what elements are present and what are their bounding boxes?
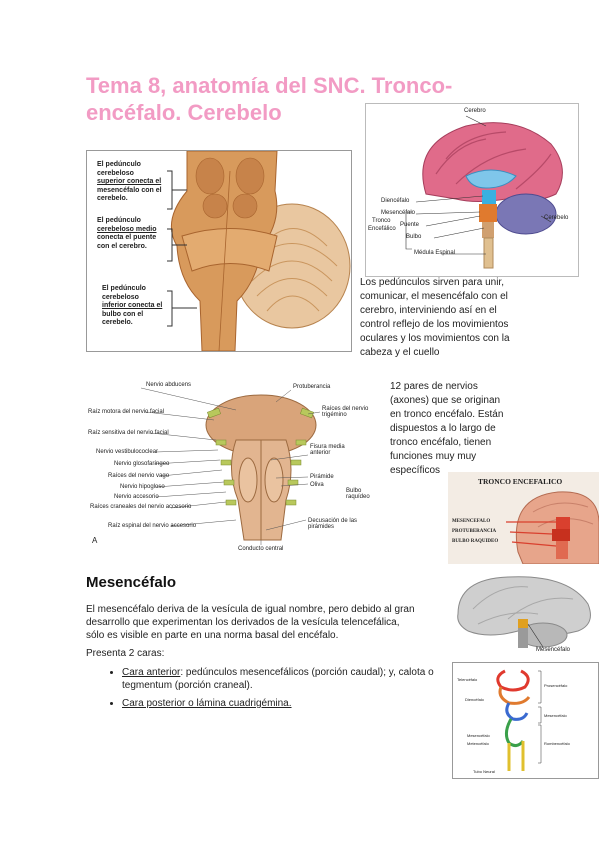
tronco-title: TRONCO ENCEFALICO	[478, 477, 563, 486]
figure-mesencefalo: Mesencéfalo	[448, 569, 599, 663]
section-heading: Mesencéfalo	[86, 574, 177, 591]
figure-tronco-encefalico: TRONCO ENCEFALICO MESENCEFALO PROTUBERAN…	[448, 472, 599, 564]
bullet2-term: Cara posterior o lámina cuadrigémina.	[122, 698, 292, 709]
label-craneales-accesorio: Raíces craneales del nervio accesorio	[90, 504, 192, 510]
label-decusacion: Decusación de las pirámides	[308, 518, 358, 530]
figure-cranial-nerves: Nervio abducens Raíz motora del nervio f…	[86, 380, 376, 555]
ves-label-prosencefalo: Prosencéfalo	[544, 683, 568, 688]
label-bulbo: Bulbo	[406, 234, 422, 240]
vesicles-illustration	[496, 669, 542, 771]
label-encefalico: Encefálico	[368, 226, 396, 232]
label-mesencefalo: Mesencéfalo	[381, 210, 416, 216]
tronco-illustration	[506, 491, 599, 564]
label-tronco: Tronco	[372, 218, 391, 224]
faces-intro: Presenta 2 caras:	[86, 648, 165, 659]
label-glosofaringeo: Nervio glosofaríngeo	[114, 461, 170, 467]
bullet1-rest: : pedúnculos mesencefálicos (porción cau…	[122, 667, 434, 691]
label-puente: Puente	[400, 222, 420, 228]
label-hipogloso: Nervio hipogloso	[120, 484, 165, 490]
label-cerebro: Cerebro	[464, 108, 486, 114]
cranial-nerves-illustration	[86, 380, 376, 555]
text-nerves: 12 pares de nervios (axones) que se orig…	[390, 381, 504, 476]
list-item: Cara posterior o lámina cuadrigémina.	[122, 697, 478, 710]
section-paragraph: El mesencéfalo deriva de la vesícula de …	[86, 604, 415, 641]
ves-label-telencefalo: Telencéfalo	[457, 677, 478, 682]
ves-label-tubo: Tubo Neural	[473, 769, 495, 774]
page-title: Tema 8, anatomía del SNC. Tronco-encéfal…	[86, 73, 453, 125]
label-fisura-media: Fisura media anterior	[310, 444, 345, 456]
label-bulbo-raquideo: Bulbo raquídeo	[346, 488, 370, 500]
ves-label-mesencefalo: Mesencéfalo	[467, 733, 490, 738]
faces-list: Cara anterior: pedúnculos mesencefálicos…	[86, 666, 478, 715]
label-raiz-motora-facial: Raíz motora del nervio facial	[88, 409, 165, 415]
label-diencefalo: Diencéfalo	[381, 198, 410, 204]
label-nervio-abducens: Nervio abducens	[146, 382, 192, 388]
label-trigemino: Raíces del nervio trigémino	[322, 406, 369, 418]
ves-label-diencefalo: Diencéfalo	[465, 697, 484, 702]
tronco-label-protuberancia: PROTUBERANCIA	[452, 529, 497, 534]
label-oliva: Oliva	[310, 482, 324, 488]
figure-sagittal-brain: Cerebro Diencéfalo Mesencéfalo Puente Bu…	[365, 103, 579, 277]
ves-label-rombencefalo: Rombencéfalo	[544, 741, 570, 746]
label-raiz-sensitiva-facial: Raíz sensitiva del nervio facial	[88, 430, 169, 436]
label-accesorio: Nervio accesorio	[114, 494, 159, 500]
ves-label-mesencefalo-right: Mesencéfalo	[544, 713, 567, 718]
ves-label-metencefalo: Metencéfalo	[467, 741, 489, 746]
mesencefalo-illustration	[457, 576, 591, 648]
label-cerebelo: Cerebelo	[544, 215, 569, 221]
label-protuberancia: Protuberancia	[293, 384, 331, 390]
text-peduncles: Los pedúnculos sirven para unir, comunic…	[360, 277, 510, 358]
label-espinal-accesorio: Raíz espinal del nervio accesorio	[108, 523, 197, 529]
label-conducto-central: Conducto central	[238, 546, 284, 552]
label-vago: Raíces del nervio vago	[108, 473, 170, 479]
tronco-label-bulbo: BULBO RAQUIDEO	[452, 539, 499, 544]
meso-label: Mesencéfalo	[536, 647, 571, 653]
sagittal-brain-illustration	[405, 115, 563, 269]
label-medula: Médula Espinal	[414, 250, 456, 256]
bullet1-term: Cara anterior	[122, 667, 181, 678]
brainstem-illustration	[87, 151, 351, 351]
tronco-label-mesencefalo: MESENCEFALO	[452, 519, 491, 524]
label-middle-peduncle: El pedúnculo cerebeloso medio conecta el…	[97, 217, 157, 250]
label-vestibulococlear: Nervio vestibulococlear	[96, 449, 159, 455]
figure-brainstem-peduncles: El pedúnculo cerebeloso superior conecta…	[86, 150, 352, 352]
label-piramide: Pirámide	[310, 474, 334, 480]
label-inferior-peduncle: El pedúnculo cerebeloso inferior conecta…	[102, 285, 163, 326]
figure-vesicles: Telencéfalo Diencéfalo Mesencéfalo Meten…	[452, 662, 599, 779]
label-superior-peduncle: El pedúnculo cerebeloso superior conecta…	[97, 161, 162, 202]
label-corner-letter: A	[92, 536, 98, 545]
list-item: Cara anterior: pedúnculos mesencefálicos…	[122, 666, 478, 692]
